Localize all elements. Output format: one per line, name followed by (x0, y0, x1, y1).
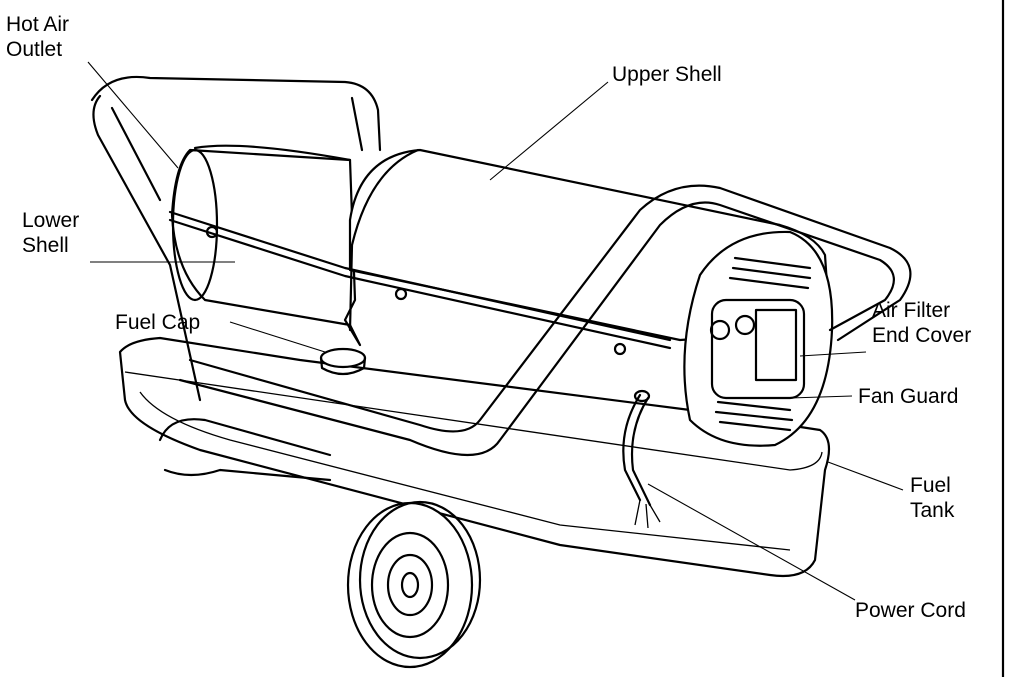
leader-fuel-tank (827, 461, 904, 491)
leader-air-filter (799, 351, 867, 357)
label-air-filter-end-cover: Air Filter End Cover (872, 299, 972, 347)
leader-power-cord (647, 483, 856, 601)
leader-hot-air-outlet (87, 61, 179, 169)
label-fan-guard: Fan Guard (858, 385, 959, 408)
label-lower-shell: Lower Shell (22, 209, 80, 257)
front-handle (158, 184, 912, 482)
rear-handle (90, 75, 382, 402)
wheel (346, 500, 482, 669)
fuel-cap-shape (319, 347, 367, 376)
label-fuel-cap: Fuel Cap (115, 311, 201, 334)
label-upper-shell: Upper Shell (612, 63, 722, 86)
fuel-tank-shape (118, 336, 831, 578)
label-power-cord: Power Cord (855, 599, 966, 622)
end-cover-shape (683, 230, 834, 447)
label-fuel-tank: Fuel Tank (910, 474, 955, 522)
lower-cylinder (170, 144, 362, 347)
leader-fuel-cap (229, 321, 326, 353)
leader-upper-shell (489, 81, 609, 181)
leader-lines (87, 61, 904, 601)
label-hot-air-outlet: Hot Air Outlet (6, 13, 70, 61)
leader-fan-guard (789, 395, 853, 399)
power-cord-shape (622, 389, 661, 529)
